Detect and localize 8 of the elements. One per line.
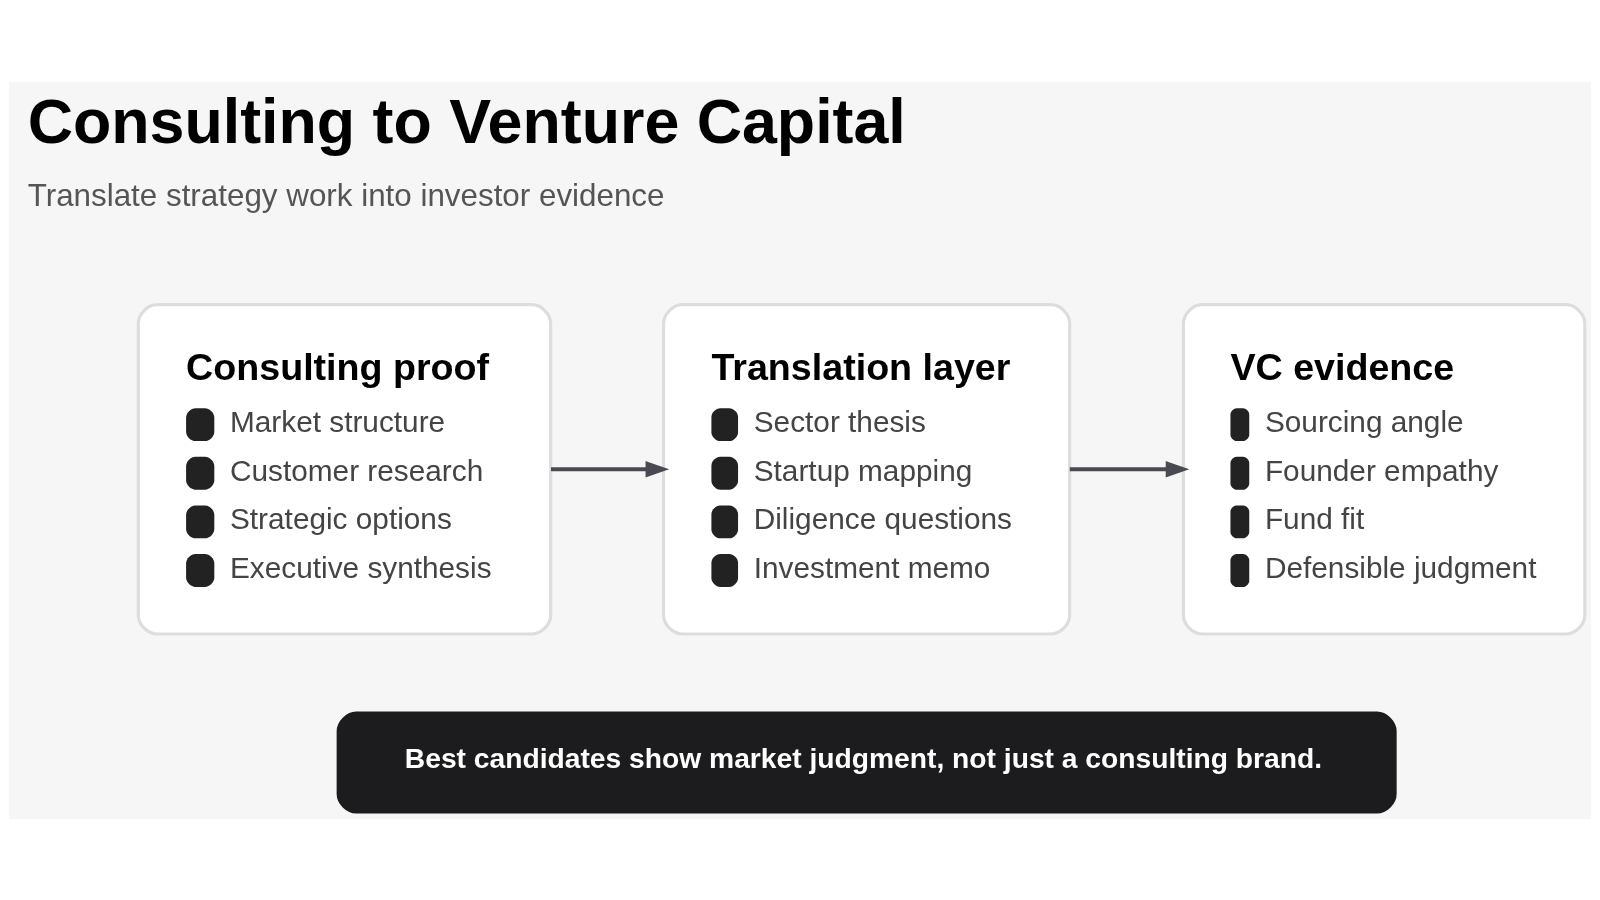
label: Translate strategy work into investor evidence (27, 177, 665, 213)
diagram-title: Consulting to Venture Capital (27, 85, 906, 156)
node-box: Best candidates show market judgment, not just a consulting brand. (336, 711, 1397, 813)
node-box: Translation layer Sector thesis Startup mapping Diligence questions Investment memo (662, 302, 1072, 636)
arrow (551, 460, 670, 478)
arrow (1069, 460, 1190, 478)
node-box: VC evidence Sourcing angle Founder empathy Fund fit Defensible judgment (1181, 302, 1587, 636)
node-box: Consulting proof Market structure Customer research Strategic options Executive synthesis (136, 302, 553, 636)
